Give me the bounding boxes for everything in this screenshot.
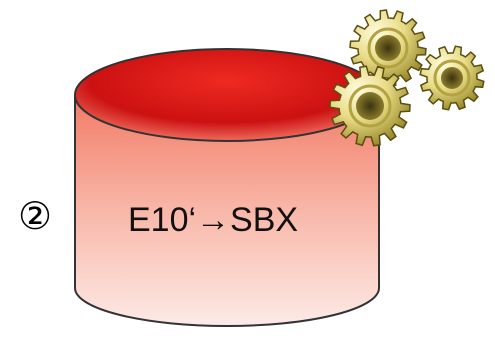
cylinder-body <box>74 94 380 327</box>
gear-1 <box>349 9 427 87</box>
gears-icon <box>329 9 485 147</box>
gear-3 <box>329 65 411 147</box>
database-cylinder-icon <box>74 48 380 327</box>
database-label: E10‘→SBX <box>128 201 299 239</box>
gear-2 <box>419 45 485 111</box>
step-number: ② <box>18 194 53 238</box>
cylinder-top <box>74 48 380 142</box>
